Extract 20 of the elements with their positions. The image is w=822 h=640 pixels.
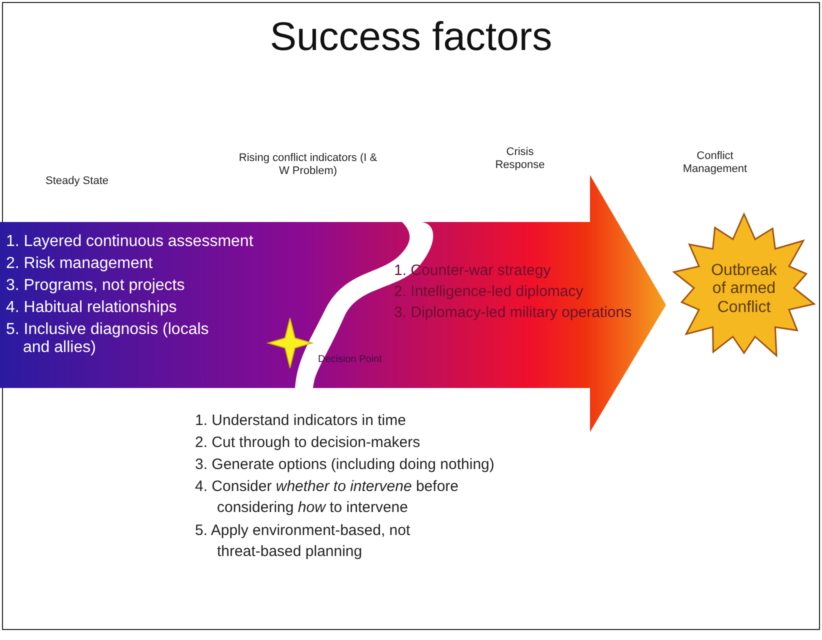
list-item: 4. Consider whether to intervene before considering how to intervene <box>195 477 460 518</box>
list-item: 2. Risk management <box>6 255 153 274</box>
stage-heading: Steady State <box>44 175 110 188</box>
star-icon <box>268 318 312 368</box>
list-item: 5. Apply environment-based, not threat-based planning <box>195 521 412 562</box>
stage-heading: Crisis Response <box>494 146 546 172</box>
list-item: 1. Counter-war strategy <box>394 262 551 280</box>
burst-text: Outbreak of armed Conflict <box>710 262 778 318</box>
list-item: 5. Inclusive diagnosis (locals and allies) <box>6 321 210 358</box>
list-item: 2. Cut through to decision-makers <box>195 433 422 453</box>
list-item: 1. Layered continuous assessment <box>6 233 254 252</box>
slide-title: Success factors <box>268 14 554 60</box>
list-item: 3. Diplomacy-led military operations <box>394 304 632 322</box>
list-item: 4. Habitual relationships <box>6 299 177 318</box>
stage-heading: Rising conflict indicators (I & W Problem) <box>238 152 378 178</box>
list-item: 2. Intelligence-led diplomacy <box>394 283 584 300</box>
list-item: 1. Understand indicators in time <box>195 411 407 431</box>
stage-heading: Conflict Management <box>682 150 748 176</box>
list-item: 3. Programs, not projects <box>6 277 185 296</box>
list-item: 3. Generate options (including doing nothing) <box>195 455 496 475</box>
